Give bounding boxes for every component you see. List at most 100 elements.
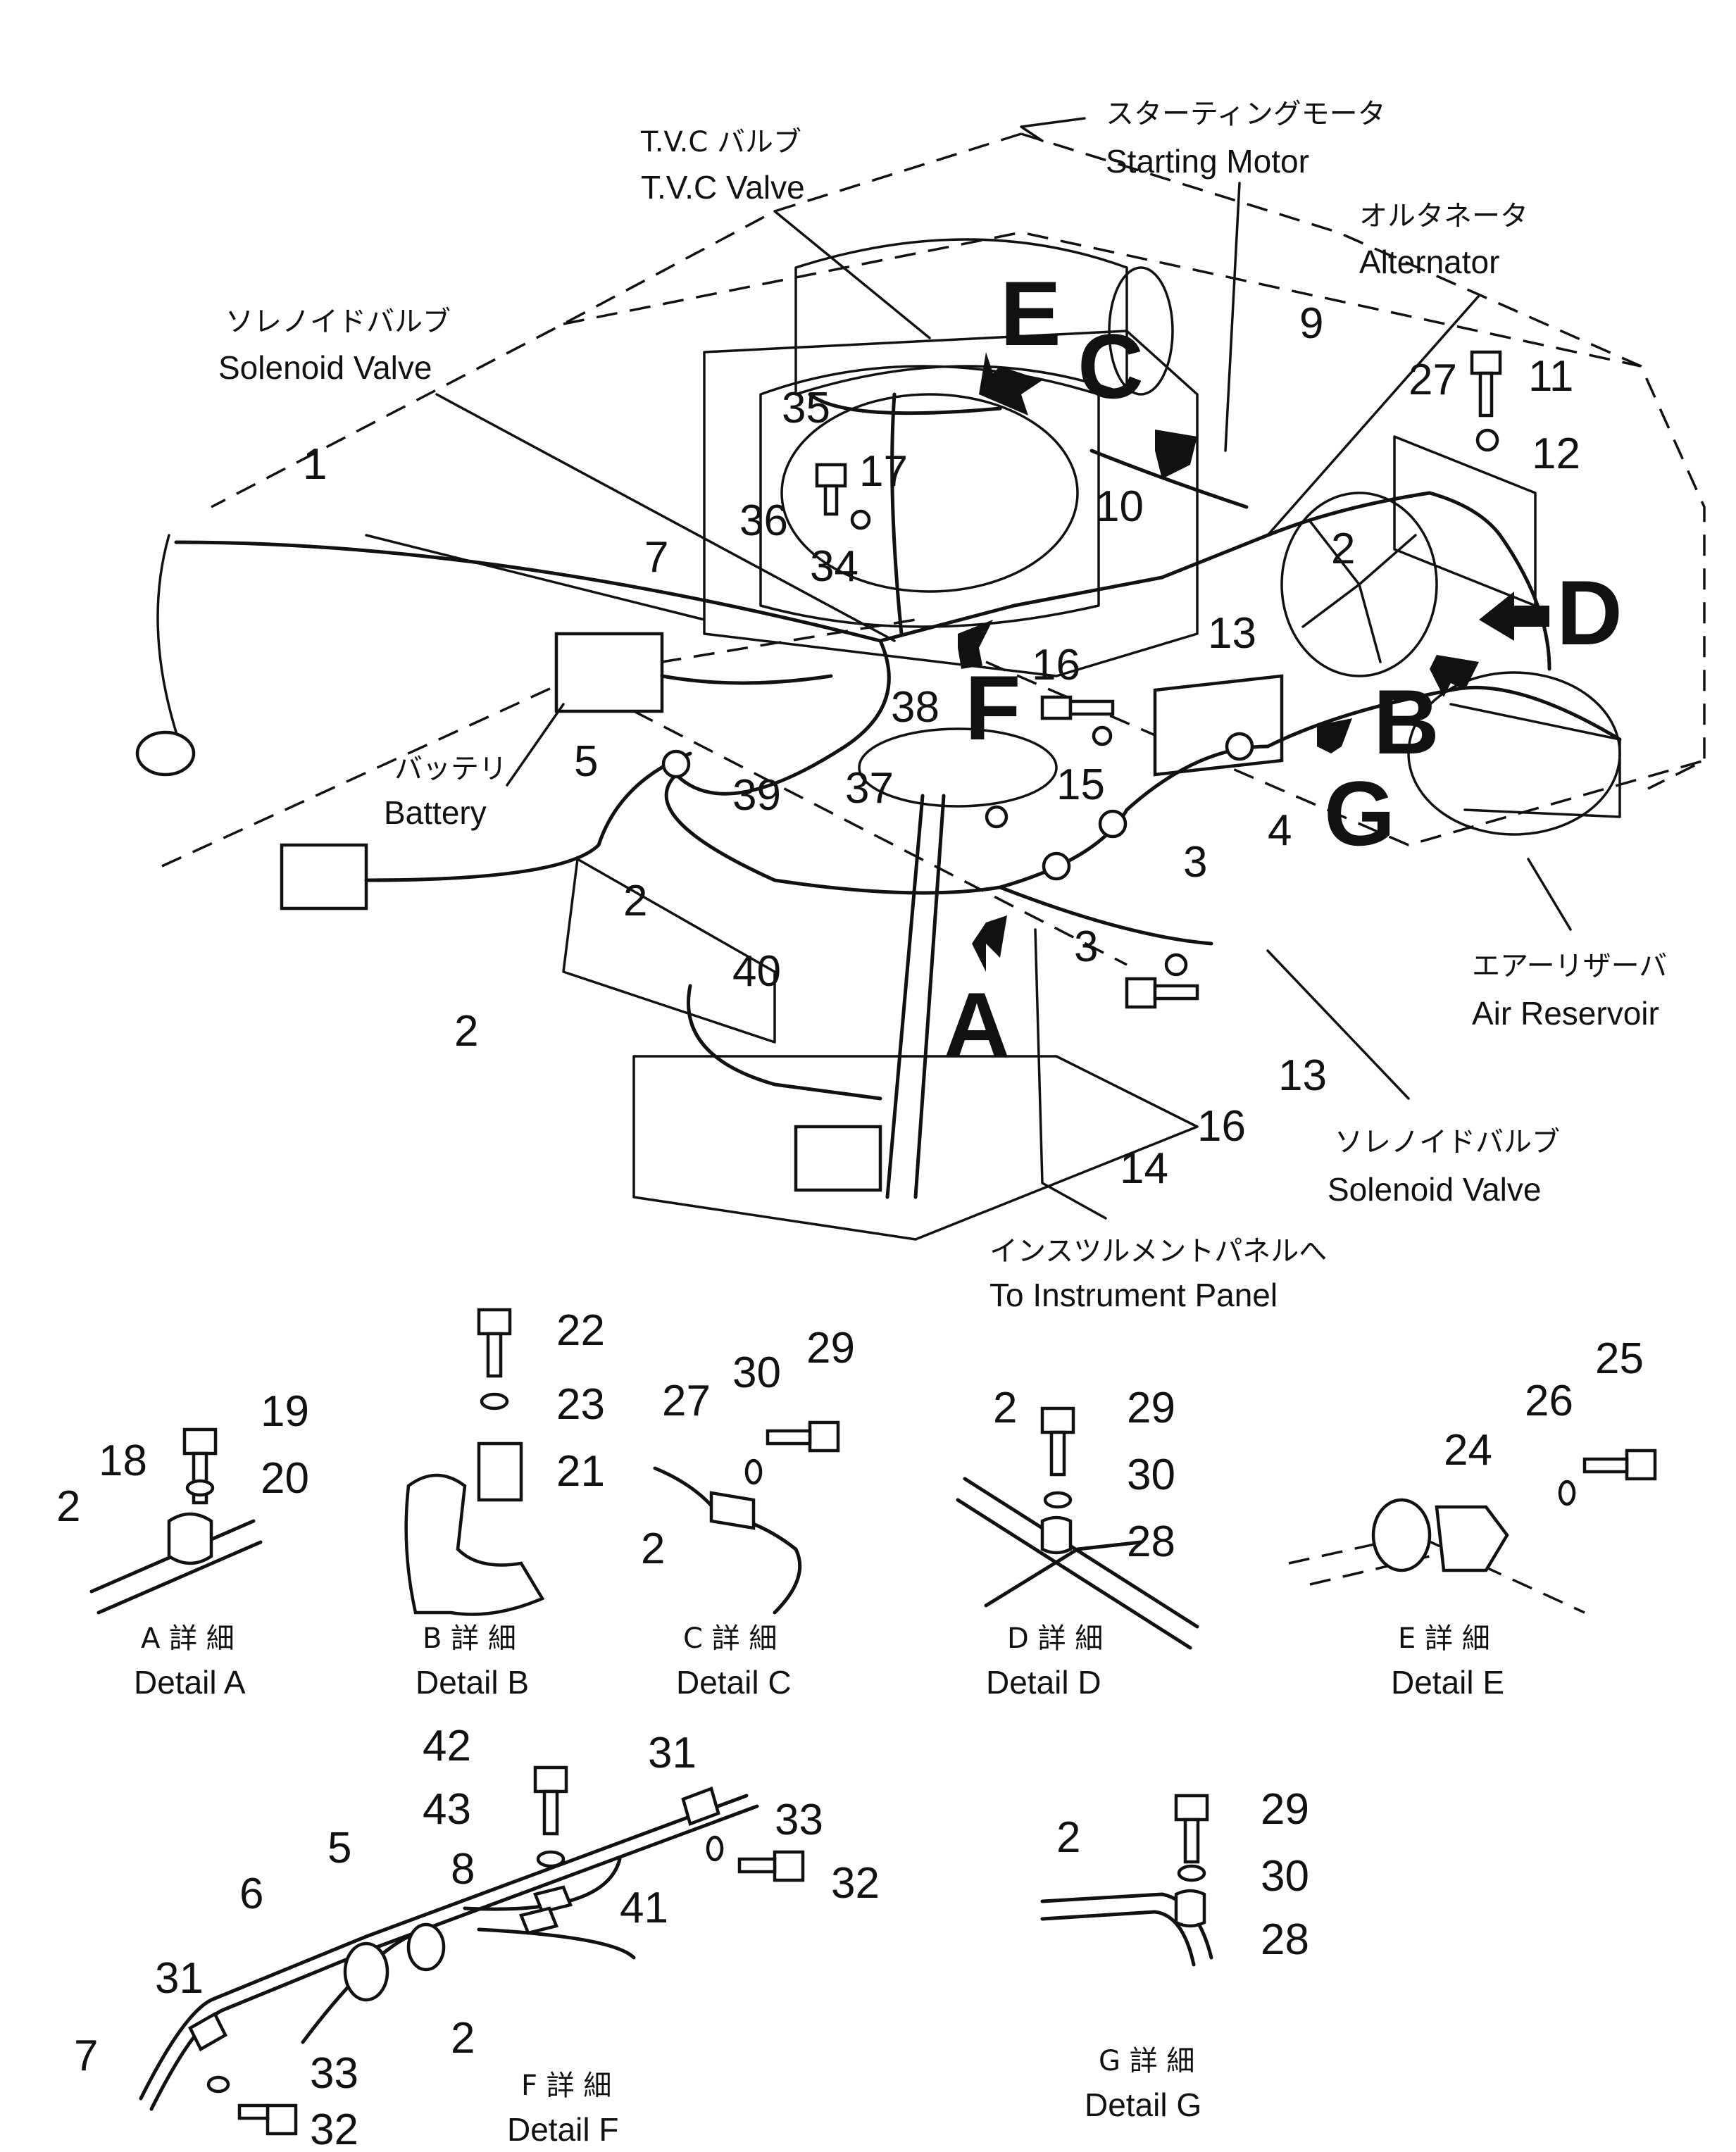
arrow-f <box>958 620 993 669</box>
arrow-b <box>1430 655 1479 697</box>
arrow-g <box>1317 718 1352 753</box>
detail-f: 31 31 7 6 5 8 42 43 41 33 32 2 33 32 F 詳… <box>74 1722 880 2152</box>
part-number: 35 <box>782 384 830 432</box>
part-number: 32 <box>310 2106 358 2152</box>
detail-letter-c: C <box>1078 315 1144 418</box>
part-number: 5 <box>327 1824 351 1872</box>
detail-b: 22 23 21 B 詳 細 Detail B <box>404 1306 605 1701</box>
part-number: 27 <box>662 1377 711 1425</box>
detail-letter-e: E <box>1000 262 1061 365</box>
detail-f-title: Detail F <box>507 2111 618 2148</box>
part-number: 24 <box>1444 1426 1492 1475</box>
part-number: 14 <box>1120 1144 1168 1193</box>
bolt-icon <box>766 1420 840 1453</box>
part-number: 12 <box>1532 430 1580 478</box>
part-number: 2 <box>454 1007 478 1056</box>
part-number: 30 <box>1261 1852 1309 1901</box>
detail-e-title: Detail E <box>1391 1664 1504 1701</box>
detail-g-title: Detail G <box>1085 2087 1201 2123</box>
part-number: 36 <box>739 496 788 545</box>
part-number: 2 <box>1056 1813 1080 1862</box>
detail-c: 27 30 29 2 C 詳 細 Detail C <box>641 1324 855 1701</box>
battery-label-jp: バッテリ <box>394 753 507 785</box>
arrow-c <box>1155 430 1197 479</box>
part-number: 15 <box>1056 761 1105 809</box>
part-number: 2 <box>451 2014 475 2063</box>
arrow-a <box>972 915 1007 972</box>
detail-a-title-jp: A 詳 細 <box>141 1622 235 1655</box>
bolt-icon <box>1040 1406 1075 1477</box>
part-number: 23 <box>556 1380 605 1429</box>
part-number: 11 <box>1528 352 1573 401</box>
part-number: 13 <box>1278 1051 1327 1100</box>
detail-letter-b: B <box>1373 670 1440 773</box>
bolt-icon <box>237 2103 298 2136</box>
part-number: 22 <box>556 1306 605 1355</box>
bolt-icon <box>1174 1794 1209 1864</box>
part-number: 2 <box>56 1482 80 1531</box>
part-number: 18 <box>99 1437 147 1485</box>
part-number: 16 <box>1032 641 1080 689</box>
part-number: 7 <box>74 2032 98 2080</box>
solenoid-valve-top-label: Solenoid Valve <box>218 349 432 386</box>
part-number: 4 <box>1268 806 1292 855</box>
alternator-label-jp: オルタネータ <box>1359 200 1528 232</box>
main-assembly-drawing <box>135 117 1706 1241</box>
bolt-icon <box>1040 695 1115 720</box>
detail-a: 2 18 19 20 A 詳 細 Detail A <box>56 1387 309 1701</box>
part-number: 26 <box>1525 1377 1573 1425</box>
detail-d-title-jp: D 詳 細 <box>1007 1622 1103 1655</box>
bolt-icon <box>1470 350 1502 418</box>
arrow-d <box>1479 592 1549 641</box>
part-number: 3 <box>1183 838 1207 887</box>
part-number: 37 <box>845 764 894 813</box>
detail-c-title: Detail C <box>676 1664 792 1701</box>
part-number: 3 <box>1074 922 1098 971</box>
detail-b-title: Detail B <box>416 1664 529 1701</box>
part-number: 7 <box>644 533 668 582</box>
main-part-numbers: 1 2 2 2 3 3 4 5 7 9 10 11 12 13 13 14 15… <box>303 299 1580 1193</box>
starting-motor-label-jp: スターティングモータ <box>1106 98 1386 130</box>
detail-e: 24 26 25 E 詳 細 Detail E <box>1288 1334 1657 1701</box>
battery-label: Battery <box>384 794 487 831</box>
part-number: 29 <box>806 1324 855 1372</box>
component-labels: スターティングモータ Starting Motor T.V.C バルブ T.V.… <box>218 98 1667 1313</box>
part-number: 2 <box>993 1384 1017 1432</box>
part-number: 2 <box>623 877 647 925</box>
instrument-panel-label-jp: インスツルメントパネルへ <box>989 1235 1327 1268</box>
detail-d-title: Detail D <box>986 1664 1101 1701</box>
part-number: 17 <box>859 447 908 496</box>
part-number: 40 <box>732 947 781 996</box>
part-number: 27 <box>1409 356 1457 404</box>
detail-g-title-jp: G 詳 細 <box>1099 2045 1194 2077</box>
part-number: 31 <box>155 1954 204 2003</box>
part-number: 29 <box>1261 1785 1309 1834</box>
alternator-label: Alternator <box>1359 244 1499 280</box>
detail-letter-d: D <box>1556 561 1623 664</box>
part-number: 39 <box>732 771 781 820</box>
part-number: 29 <box>1127 1384 1175 1432</box>
detail-d: 2 29 30 28 D 詳 細 Detail D <box>956 1384 1199 1701</box>
tvc-valve-label-jp: T.V.C バルブ <box>640 126 801 158</box>
part-number: 38 <box>891 683 939 732</box>
bolt-icon <box>815 463 847 516</box>
part-number: 25 <box>1595 1334 1644 1383</box>
part-number: 6 <box>239 1870 263 1918</box>
detail-f-title-jp: F 詳 細 <box>521 2070 611 2102</box>
part-number: 28 <box>1261 1915 1309 1964</box>
part-number: 33 <box>775 1796 823 1844</box>
part-number: 43 <box>423 1785 471 1834</box>
part-number: 31 <box>648 1729 697 1777</box>
detail-c-title-jp: C 詳 細 <box>683 1622 777 1655</box>
part-number: 32 <box>831 1859 880 1908</box>
part-number: 2 <box>1331 525 1355 573</box>
part-number: 1 <box>303 440 327 489</box>
part-number: 9 <box>1299 299 1323 348</box>
part-number: 2 <box>641 1525 665 1573</box>
bolt-icon <box>533 1765 568 1836</box>
arrow-e <box>979 352 1042 415</box>
part-number: 20 <box>261 1454 309 1503</box>
part-number: 13 <box>1208 609 1256 658</box>
part-number: 16 <box>1197 1102 1246 1151</box>
